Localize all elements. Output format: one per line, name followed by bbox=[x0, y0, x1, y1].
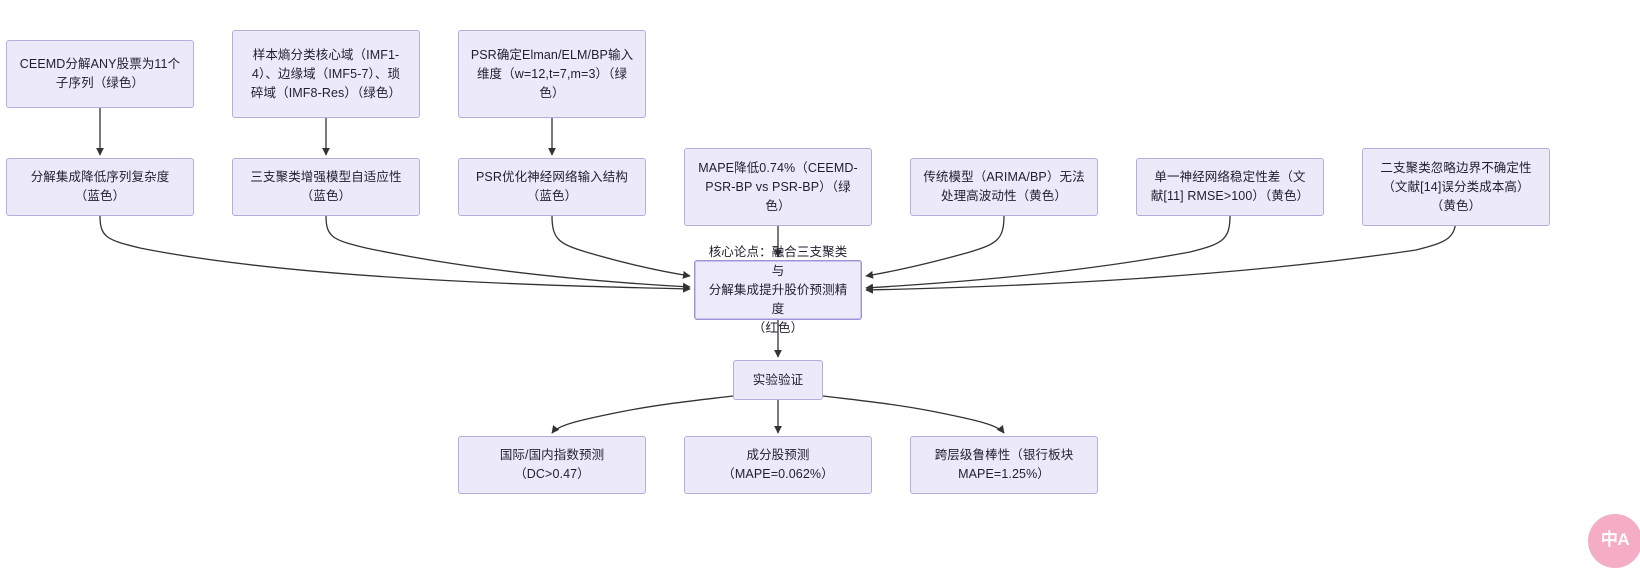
edge-n9-core bbox=[865, 215, 1231, 292]
node-ceemd-decomposition[interactable]: CEEMD分解ANY股票为11个 子序列（绿色） bbox=[6, 40, 194, 108]
node-label: 样本熵分类核心域（IMF1- 4）、边缘域（IMF5-7）、琐 碎域（IMF8-… bbox=[250, 47, 402, 100]
node-label: 三支聚类增强模型自适应性 （蓝色） bbox=[250, 170, 402, 203]
edge-n11-n12 bbox=[551, 395, 734, 434]
edge-n8-core bbox=[865, 215, 1005, 279]
node-experimental-validation[interactable]: 实验验证 bbox=[733, 360, 823, 400]
node-three-way-clustering-adaptivity[interactable]: 三支聚类增强模型自适应性 （蓝色） bbox=[232, 158, 420, 216]
node-label: PSR优化神经网络输入结构 （蓝色） bbox=[475, 170, 628, 203]
node-label: 单一神经网络稳定性差（文 献[11] RMSE>100）（黄色） bbox=[1150, 170, 1310, 203]
node-psr-input-dimension[interactable]: PSR确定Elman/ELM/BP输入 维度（w=12,t=7,m=3）（绿 色… bbox=[458, 30, 646, 118]
node-label: PSR确定Elman/ELM/BP输入 维度（w=12,t=7,m=3）（绿 色… bbox=[470, 47, 634, 100]
node-core-thesis[interactable]: 核心论点：融合三支聚类与 分解集成提升股价预测精度 （红色） bbox=[694, 245, 862, 335]
node-label: 跨层级鲁棒性（银行板块 MAPE=1.25%） bbox=[934, 448, 1074, 481]
node-label: 分解集成降低序列复杂度 （蓝色） bbox=[30, 170, 170, 203]
node-constituent-stock-prediction[interactable]: 成分股预测 （MAPE=0.062%） bbox=[684, 436, 872, 494]
node-cross-level-robustness[interactable]: 跨层级鲁棒性（银行板块 MAPE=1.25%） bbox=[910, 436, 1098, 494]
node-decomposition-reduces-complexity[interactable]: 分解集成降低序列复杂度 （蓝色） bbox=[6, 158, 194, 216]
node-sample-entropy-classification[interactable]: 样本熵分类核心域（IMF1- 4）、边缘域（IMF5-7）、琐 碎域（IMF8-… bbox=[232, 30, 420, 118]
node-two-way-clustering-boundary[interactable]: 二支聚类忽略边界不确定性 （文献[14]误分类成本高） （黄色） bbox=[1362, 148, 1550, 226]
node-label: 二支聚类忽略边界不确定性 （文献[14]误分类成本高） （黄色） bbox=[1380, 160, 1532, 213]
node-label: CEEMD分解ANY股票为11个 子序列（绿色） bbox=[19, 57, 181, 90]
edge-n6-core bbox=[551, 215, 691, 279]
node-label: 成分股预测 （MAPE=0.062%） bbox=[722, 448, 834, 481]
node-label: 实验验证 bbox=[752, 372, 804, 387]
edge-n5-core bbox=[325, 215, 691, 291]
node-label: 核心论点：融合三支聚类与 分解集成提升股价预测精度 （红色） bbox=[708, 244, 848, 335]
node-traditional-model-limitation[interactable]: 传统模型（ARIMA/BP）无法 处理高波动性（黄色） bbox=[910, 158, 1098, 216]
node-label: MAPE降低0.74%（CEEMD- PSR-BP vs PSR-BP）（绿 色… bbox=[698, 160, 858, 213]
edge-n4-core bbox=[99, 215, 691, 293]
node-label: 国际/国内指数预测 （DC>0.47） bbox=[499, 448, 605, 481]
node-mape-reduction[interactable]: MAPE降低0.74%（CEEMD- PSR-BP vs PSR-BP）（绿 色… bbox=[684, 148, 872, 226]
node-index-prediction[interactable]: 国际/国内指数预测 （DC>0.47） bbox=[458, 436, 646, 494]
watermark-text: 中A bbox=[1600, 530, 1630, 549]
edge-n11-n14 bbox=[822, 395, 1005, 434]
node-label: 传统模型（ARIMA/BP）无法 处理高波动性（黄色） bbox=[923, 170, 1085, 203]
watermark-badge: 中A bbox=[1588, 514, 1640, 568]
edge-n10-core bbox=[865, 215, 1457, 294]
node-single-network-instability[interactable]: 单一神经网络稳定性差（文 献[11] RMSE>100）（黄色） bbox=[1136, 158, 1324, 216]
node-psr-optimizes-network-structure[interactable]: PSR优化神经网络输入结构 （蓝色） bbox=[458, 158, 646, 216]
